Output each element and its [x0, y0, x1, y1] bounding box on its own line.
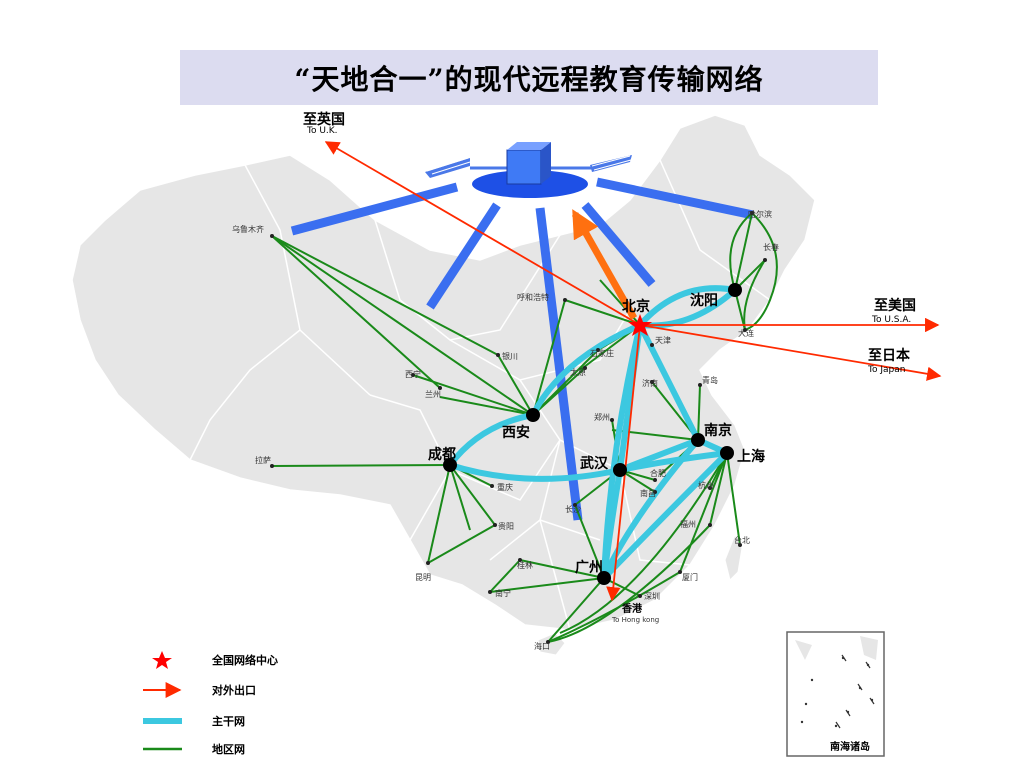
label-jinan: 济南 — [642, 378, 658, 388]
legend-regional-label: 地区网 — [212, 742, 245, 756]
label-yinchuan: 银川 — [502, 351, 518, 361]
label-lhasa: 拉萨 — [255, 455, 271, 465]
node-guangzhou — [597, 571, 611, 585]
legend-center-label: 全国网络中心 — [211, 653, 278, 667]
node-shenyang — [728, 283, 742, 297]
major-node-dots — [443, 283, 742, 585]
label-tianjin: 天津 — [655, 335, 671, 345]
label-hangzhou: 杭州 — [698, 480, 714, 490]
label-changsha: 长沙 — [565, 504, 581, 514]
label-qingdao: 青岛 — [702, 375, 718, 385]
label-shenyang: 沈阳 — [690, 292, 718, 309]
node-shanghai — [720, 446, 734, 460]
label-shijiazhuang: 石家庄 — [590, 348, 614, 358]
beam-south — [535, 207, 583, 521]
label-chengdu: 成都 — [428, 446, 456, 463]
legend-exit-label: 对外出口 — [212, 683, 256, 697]
backbone-network — [447, 285, 738, 581]
label-wuhan: 武汉 — [580, 455, 609, 472]
beijing-center-star — [628, 314, 652, 336]
uplink-arrow — [571, 209, 638, 320]
label-dalian: 大连 — [738, 328, 754, 338]
node-nanjing — [691, 433, 705, 447]
link-japan — [639, 324, 942, 381]
label-taibei: 台北 — [734, 535, 750, 545]
label-guangzhou: 广州 — [575, 559, 603, 576]
beam-west — [426, 202, 501, 310]
label-shenzhen: 深圳 — [644, 591, 660, 601]
node-xian — [526, 408, 540, 422]
satellite-beams — [290, 177, 754, 521]
label-usa-cn: 至美国 — [874, 297, 916, 314]
link-uk — [324, 141, 641, 326]
label-nanchang: 南昌 — [640, 488, 656, 498]
label-urumqi: 乌鲁木齐 — [232, 224, 264, 234]
label-kunming: 昆明 — [415, 573, 431, 582]
label-fuzhou: 福州 — [680, 520, 696, 529]
label-changchun: 长春 — [763, 242, 779, 252]
label-uk-cn: 至英国 — [303, 111, 345, 128]
label-uk-en: To U.K. — [306, 126, 338, 136]
node-chengdu — [443, 458, 457, 472]
label-harbin: 哈尔滨 — [748, 209, 772, 219]
page-title: “天地合一”的现代远程教育传输网络 — [294, 62, 764, 96]
beam-urumqi — [290, 182, 459, 236]
label-zhengzhou: 郑州 — [594, 412, 610, 422]
title-bar: “天地合一”的现代远程教育传输网络 — [180, 50, 878, 105]
label-xian: 西安 — [502, 424, 530, 441]
label-guiyang: 贵阳 — [498, 521, 514, 531]
label-taiyuan: 太原 — [570, 367, 586, 377]
city-labels: 乌鲁木齐 哈尔滨 长春 大连 天津 呼和浩特 石家庄 太原 济南 青岛 银川 西… — [232, 209, 779, 651]
beam-harbin — [596, 177, 754, 220]
legend-star-icon — [152, 651, 172, 669]
regional-network — [271, 212, 778, 643]
city-dots — [270, 211, 767, 644]
satellite-body — [506, 149, 542, 185]
label-chongqing: 重庆 — [497, 482, 513, 492]
link-hongkong — [606, 324, 641, 602]
label-hongkong-en: To Hong kong — [611, 616, 659, 624]
external-links — [324, 141, 942, 602]
label-haikou: 海口 — [534, 641, 550, 651]
node-wuhan — [613, 463, 627, 477]
inset-label: 南海诸岛 — [830, 740, 870, 753]
label-beijing: 北京 — [622, 298, 650, 315]
legend: 全国网络中心 对外出口 主干网 地区网 — [143, 651, 278, 756]
label-hongkong-cn: 香港 — [622, 602, 643, 615]
label-guilin: 桂林 — [517, 560, 533, 570]
label-usa-en: To U.S.A. — [871, 315, 911, 325]
south-sea-inset: 南海诸岛 — [786, 631, 885, 757]
label-xining: 西宁 — [405, 369, 421, 379]
satellite — [425, 142, 632, 198]
label-japan-cn: 至日本 — [868, 347, 911, 364]
label-hefei: 合肥 — [650, 468, 666, 478]
label-shanghai: 上海 — [737, 448, 765, 465]
label-japan-en: To Japan — [867, 365, 905, 375]
label-xiamen: 厦门 — [682, 572, 698, 582]
external-labels: 至英国 To U.K. 至美国 To U.S.A. 至日本 To Japan 香… — [303, 111, 916, 624]
label-lanzhou: 兰州 — [425, 389, 441, 399]
major-labels: 北京 沈阳 西安 成都 武汉 南京 上海 广州 — [428, 292, 765, 576]
label-nanning: 南宁 — [495, 588, 511, 598]
label-nanjing: 南京 — [704, 422, 732, 439]
legend-backbone-label: 主干网 — [212, 714, 245, 728]
label-hohhot: 呼和浩特 — [517, 292, 549, 302]
